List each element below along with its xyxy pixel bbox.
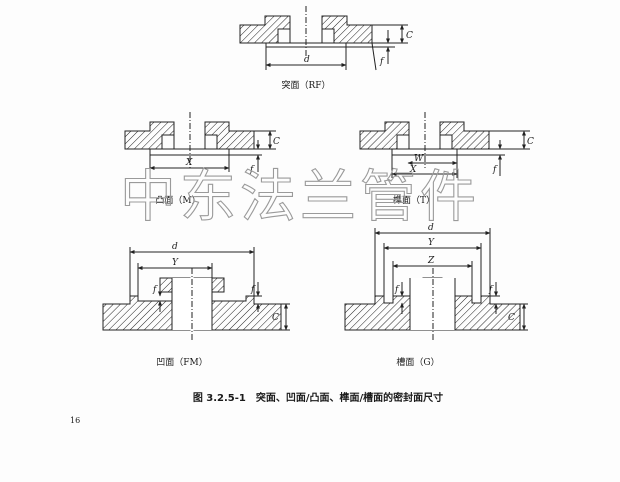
g-z-label: Z	[427, 256, 435, 266]
m-f-label: f	[249, 165, 255, 175]
fm-caption: 凹面（FM）	[156, 357, 207, 368]
g-d-label: d	[428, 223, 434, 233]
figure-caption: 图 3.2.5-1 突面、凹面/凸面、榫面/槽面的密封面尺寸	[193, 391, 443, 404]
watermark: 中东法兰管件	[120, 165, 480, 230]
fm-d-label: d	[172, 242, 178, 252]
g-f-label: f	[488, 285, 494, 295]
diagram-fm	[102, 247, 290, 340]
g-f-inner-label: f	[394, 285, 400, 295]
fm-f-label: f	[250, 285, 256, 295]
fm-c-label: C	[272, 313, 279, 323]
rf-d-label: d	[304, 55, 310, 65]
rf-c-label: C	[406, 31, 413, 41]
rf-f-label: f	[379, 57, 385, 67]
t-f-label: f	[492, 165, 498, 175]
m-x-label: X	[185, 158, 193, 168]
t-w-label: W	[414, 154, 424, 164]
g-caption: 槽面（G）	[396, 356, 439, 368]
rf-caption: 突面（RF）	[281, 79, 330, 91]
m-c-label: C	[273, 137, 280, 147]
fm-f-inner-label: f	[152, 285, 158, 295]
t-caption: 榫面（T）	[393, 194, 435, 206]
m-caption: 凸面（M）	[155, 195, 200, 206]
diagram-g	[344, 228, 528, 340]
fm-y-label: Y	[172, 258, 179, 268]
diagram-rf	[239, 6, 408, 71]
diagram-m	[124, 112, 276, 172]
g-y-label: Y	[428, 238, 435, 248]
t-x-label: X	[409, 165, 417, 175]
t-c-label: C	[527, 137, 534, 147]
page-number: 16	[70, 416, 80, 425]
diagram-t	[359, 112, 530, 178]
g-c-label: C	[508, 313, 515, 323]
